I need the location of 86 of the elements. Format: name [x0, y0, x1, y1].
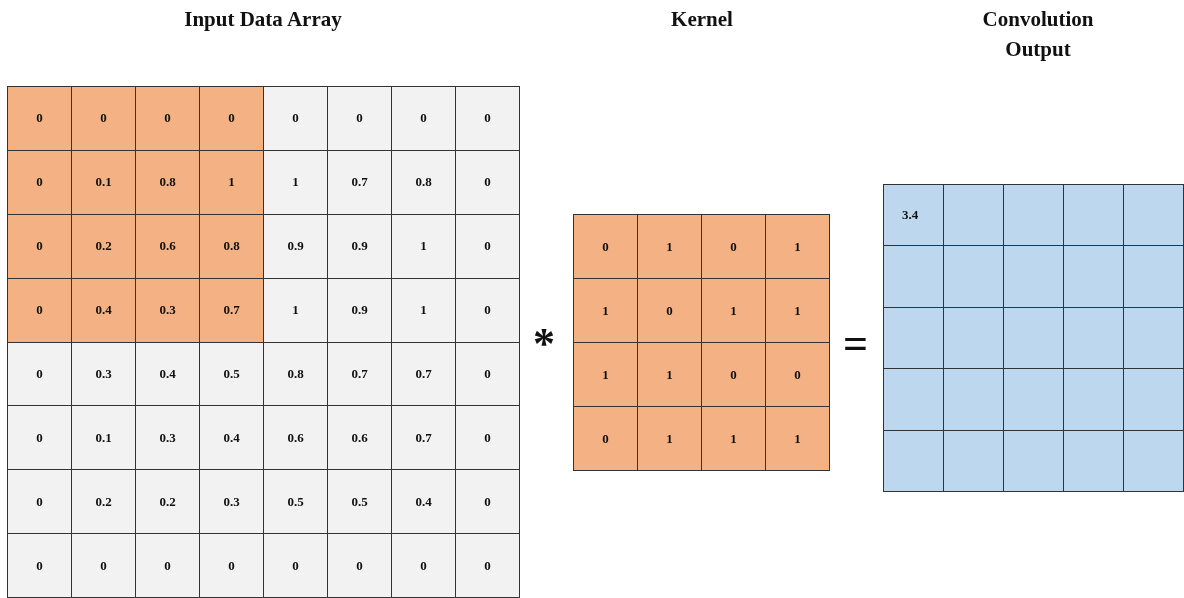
- operator-symbol: =: [843, 322, 869, 366]
- matrix-cell: 0: [72, 534, 136, 598]
- matrix-cell: 0.9: [264, 214, 328, 279]
- matrix-cell: 0: [8, 278, 72, 343]
- matrix-cell: 0.1: [72, 150, 136, 215]
- matrix-cell: 0: [264, 534, 328, 598]
- matrix-cell: 0: [456, 150, 520, 215]
- matrix-cell: 1: [638, 215, 702, 279]
- matrix-cell: 0: [8, 406, 72, 471]
- matrix-cell: 0.9: [328, 278, 392, 343]
- matrix-cell: 0.6: [328, 406, 392, 471]
- matrix-cell: 0: [328, 534, 392, 598]
- matrix-cell: 0: [456, 278, 520, 343]
- matrix-cell: 1: [264, 278, 328, 343]
- matrix-cell: 0.4: [200, 406, 264, 471]
- matrix-cell: 1: [392, 278, 456, 343]
- matrix-cell: 0: [638, 279, 702, 343]
- matrix-cell: 0: [8, 150, 72, 215]
- matrix-cell: 1: [574, 279, 638, 343]
- matrix-cell: 0.7: [328, 150, 392, 215]
- heading: Convolution Output: [981, 6, 1095, 63]
- matrix-cell: 0: [136, 87, 200, 151]
- matrix-cell: 0.2: [72, 214, 136, 279]
- matrix-cell: 0.5: [264, 470, 328, 535]
- matrix-cell: 0: [702, 343, 766, 407]
- matrix-cell: 0.6: [136, 214, 200, 279]
- matrix-cell: 0.3: [136, 406, 200, 471]
- matrix-cell: 0.8: [392, 150, 456, 215]
- matrix-cell: 0.7: [200, 278, 264, 343]
- matrix-cell: 0: [456, 214, 520, 279]
- matrix-cell: 0: [328, 87, 392, 151]
- matrix-cell: 0: [136, 534, 200, 598]
- matrix-cell: 0.8: [200, 214, 264, 279]
- matrix-cell: 0.3: [72, 342, 136, 407]
- matrix-cell: 0: [8, 342, 72, 407]
- matrix-cell: 0: [456, 342, 520, 407]
- matrix-cell: 0.2: [72, 470, 136, 535]
- matrix-cell: 1: [264, 150, 328, 215]
- matrix-cell: 0: [392, 87, 456, 151]
- matrix-cell: 0.8: [136, 150, 200, 215]
- matrix-cell: 0.5: [328, 470, 392, 535]
- matrix-cell: 0: [200, 534, 264, 598]
- matrix-cell: 0: [702, 215, 766, 279]
- matrix-cell: 0.5: [200, 342, 264, 407]
- matrix-cell: 0: [456, 406, 520, 471]
- matrix-cell: 0.3: [136, 278, 200, 343]
- matrix-cell: 0.7: [328, 342, 392, 407]
- matrix-cell: 0.7: [392, 406, 456, 471]
- matrix-cell: 0: [392, 534, 456, 598]
- matrix-cell: 0: [8, 87, 72, 151]
- matrix-cell: 0: [200, 87, 264, 151]
- matrix-cell: 1: [702, 279, 766, 343]
- matrix-cell: 1: [766, 215, 830, 279]
- matrix-cell: 0: [264, 87, 328, 151]
- heading: Input Data Array: [183, 6, 343, 33]
- matrix-cell: 0: [72, 87, 136, 151]
- matrix-cell: 0.4: [136, 342, 200, 407]
- heading: Kernel: [670, 6, 734, 33]
- matrix-cell: 1: [766, 279, 830, 343]
- matrix-cell: 0: [456, 470, 520, 535]
- matrix-cell: 0.9: [328, 214, 392, 279]
- matrix-cell: 0.6: [264, 406, 328, 471]
- matrix-cell: 3.4: [884, 185, 944, 247]
- matrix-cell: 1: [200, 150, 264, 215]
- matrix-cell: 0: [8, 470, 72, 535]
- matrix-cell: 0: [8, 214, 72, 279]
- matrix-cell: 0: [574, 407, 638, 471]
- matrix-cell: 0: [456, 87, 520, 151]
- matrix-cell: 0.8: [264, 342, 328, 407]
- operator-symbol: *: [533, 322, 555, 366]
- matrix-cell: 1: [702, 407, 766, 471]
- matrix-cell: 0: [766, 343, 830, 407]
- matrix-cell: 0.4: [392, 470, 456, 535]
- matrix-cell: 1: [766, 407, 830, 471]
- matrix-cell: 0: [574, 215, 638, 279]
- matrix-cell: 1: [638, 343, 702, 407]
- matrix-cell: 0.3: [200, 470, 264, 535]
- matrix-cell: 1: [392, 214, 456, 279]
- matrix-cell: 0.2: [136, 470, 200, 535]
- matrix-cell: 0.1: [72, 406, 136, 471]
- matrix-cell: 0: [8, 534, 72, 598]
- matrix-cell: 1: [638, 407, 702, 471]
- matrix-cell: 0.7: [392, 342, 456, 407]
- matrix-cell: 0: [456, 534, 520, 598]
- matrix-cell: 1: [574, 343, 638, 407]
- matrix-cell: 0.4: [72, 278, 136, 343]
